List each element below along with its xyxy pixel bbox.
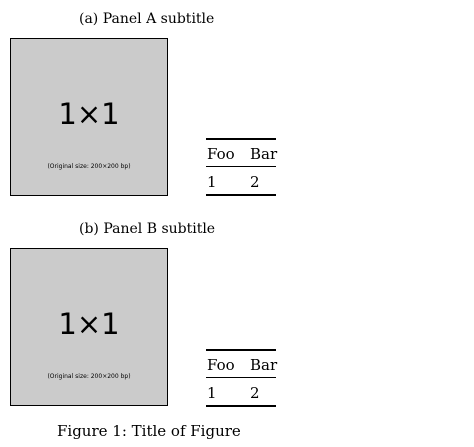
panel-a-table: Foo Bar 1 2 <box>206 138 278 198</box>
panel-a-table-bottom-rule <box>206 194 276 196</box>
panel-a-placeholder-label: 1×1 <box>58 97 120 131</box>
panel-b-subtitle: (b) Panel B subtitle <box>79 221 216 237</box>
panel-b-image-placeholder: 1×1 (Original size: 200×200 bp) <box>10 248 168 406</box>
panel-b-table-mid-rule <box>206 377 276 378</box>
panel-a-table-mid-rule <box>206 166 276 167</box>
panel-a-table-header-foo: Foo <box>207 145 235 163</box>
panel-b-placeholder-label: 1×1 <box>58 307 120 341</box>
figure-caption: Figure 1: Title of Figure <box>57 422 241 440</box>
panel-b-table-bottom-rule <box>206 405 276 407</box>
panel-b-table-header-foo: Foo <box>207 356 235 374</box>
panel-b-table-header-bar: Bar <box>250 356 278 374</box>
panel-a-table-top-rule <box>206 138 276 140</box>
panel-a-placeholder-note: (Original size: 200×200 bp) <box>47 163 131 170</box>
panel-a-subtitle: (a) Panel A subtitle <box>79 11 215 27</box>
panel-b-table-cell-2: 2 <box>250 384 260 402</box>
panel-a-image-placeholder: 1×1 (Original size: 200×200 bp) <box>10 38 168 196</box>
panel-a-table-cell-2: 2 <box>250 173 260 191</box>
panel-a-table-header-bar: Bar <box>250 145 278 163</box>
panel-b-table-top-rule <box>206 349 276 351</box>
panel-b-table-cell-1: 1 <box>207 384 217 402</box>
panel-b-placeholder-note: (Original size: 200×200 bp) <box>47 373 131 380</box>
panel-a-table-cell-1: 1 <box>207 173 217 191</box>
panel-b-table: Foo Bar 1 2 <box>206 349 278 409</box>
